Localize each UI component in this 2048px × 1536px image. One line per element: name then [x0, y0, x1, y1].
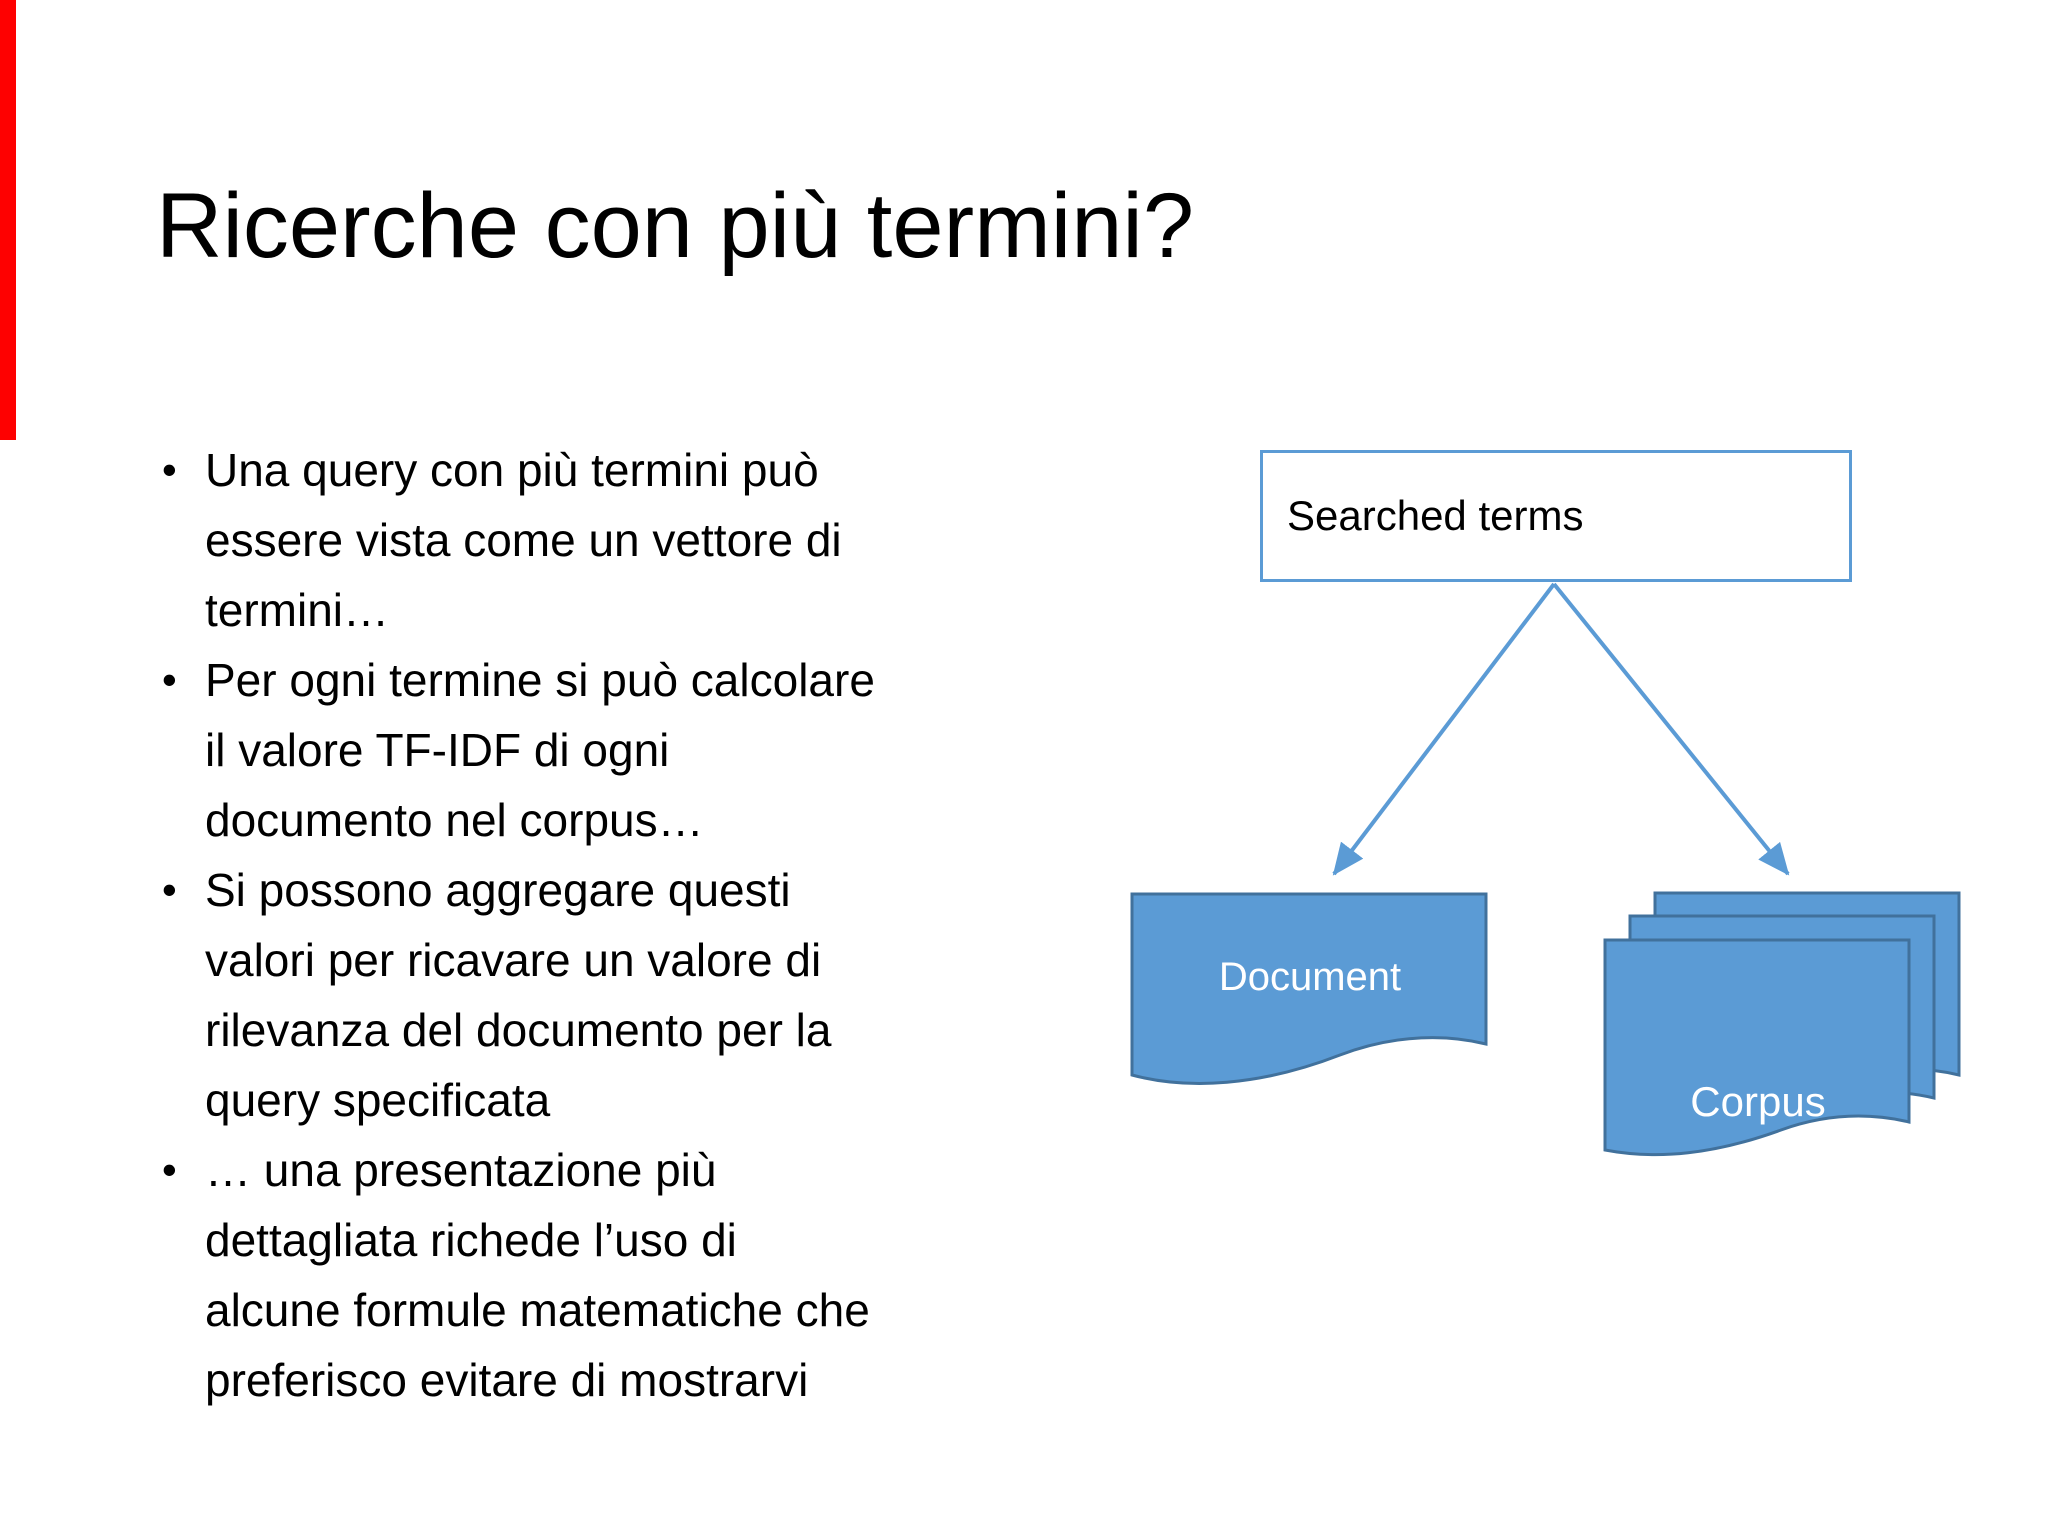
bullet-text: Per ogni termine si può calcolare il val…: [205, 654, 875, 846]
bullet-item: Una query con più termini può essere vis…: [160, 435, 1040, 645]
document-sheet: [1130, 892, 1488, 1085]
bullet-text: … una presentazione più dettagliata rich…: [205, 1144, 870, 1406]
arrow-to-corpus: [1552, 582, 1790, 876]
bullet-list: Una query con più termini può essere vis…: [160, 435, 1040, 1415]
bullet-text: Si possono aggregare questi valori per r…: [205, 864, 832, 1126]
document-label: Document: [1219, 955, 1401, 999]
bullet-item: Si possono aggregare questi valori per r…: [160, 855, 1040, 1135]
bullet-text: Una query con più termini può essere vis…: [205, 444, 842, 636]
corpus-front-sheet: [1603, 938, 1911, 1157]
bullet-item: … una presentazione più dettagliata rich…: [160, 1135, 1040, 1415]
searched-terms-label: Searched terms: [1287, 492, 1584, 539]
corpus-label: Corpus: [1690, 1078, 1825, 1125]
searched-terms-box: Searched terms: [1260, 450, 1852, 582]
arrow-to-document: [1332, 582, 1556, 876]
bullet-item: Per ogni termine si può calcolare il val…: [160, 645, 1040, 855]
slide-title: Ricerche con più termini?: [156, 175, 1195, 277]
corpus-stack: Corpus: [1603, 891, 1961, 1157]
red-accent-bar: [0, 0, 16, 440]
document-shape: Document: [1130, 892, 1488, 1085]
